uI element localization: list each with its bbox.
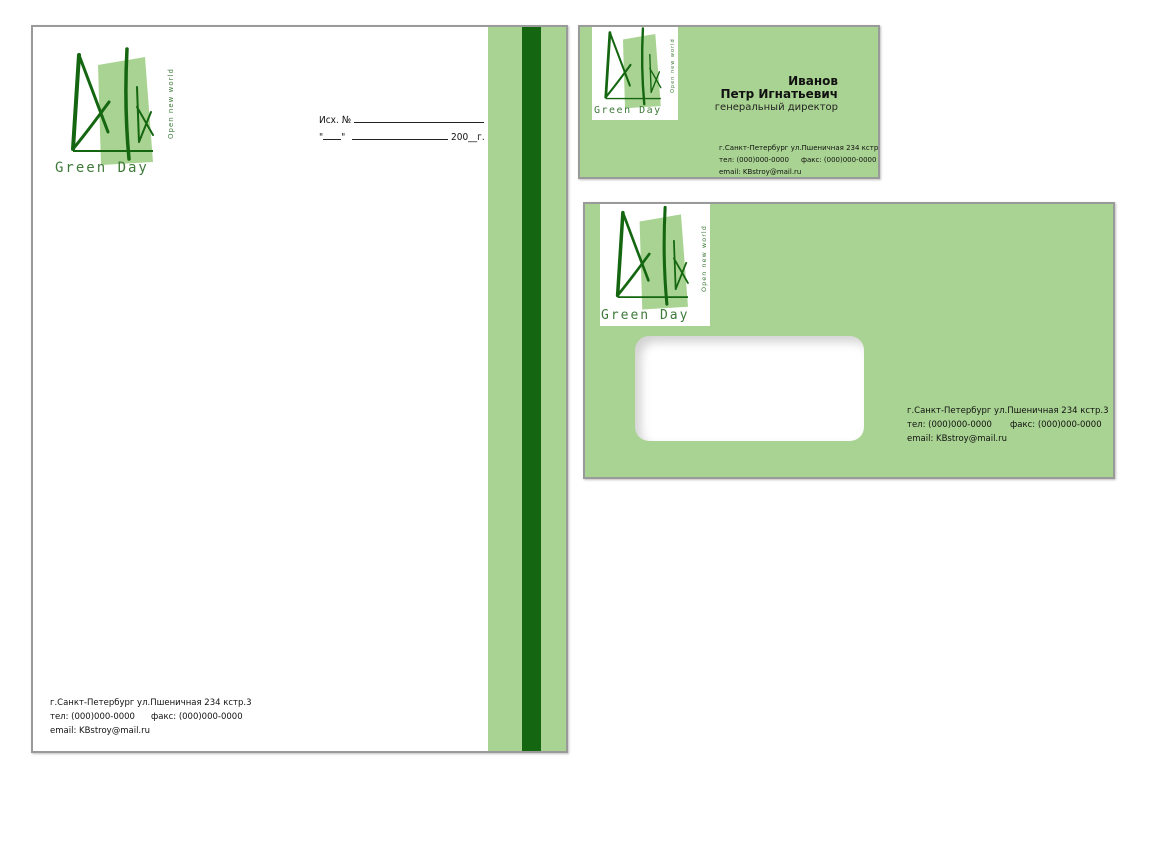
letterhead-sheet: Green Day Open new world Исх. № " " 200__… <box>31 25 568 753</box>
outgoing-ref-line: Исх. № <box>319 113 484 126</box>
contact-email: email: KBstroy@mail.ru <box>50 726 151 736</box>
contact-address: г.Санкт-Петербург ул.Пшеничная 234 кстр.… <box>719 144 880 152</box>
contact-fax: факс: (000)000-0000 <box>150 712 243 722</box>
outgoing-ref-blank <box>353 113 484 123</box>
logo-brand-text: Green Day <box>594 105 662 116</box>
logo-mark-icon <box>604 27 662 109</box>
contact-phones: тел: (000)000-0000 факс: (000)000-0000 <box>719 154 878 166</box>
letterhead-contact-block: г.Санкт-Петербург ул.Пшеничная 234 кстр.… <box>50 696 252 738</box>
date-line: " " 200__г. <box>319 130 485 143</box>
person-block: Иванов Петр Игнатьевич генеральный дирек… <box>715 75 838 114</box>
contact-fax: факс: (000)000-0000 <box>1009 420 1102 430</box>
business-card: Green Day Open new world Иванов Петр Игн… <box>578 25 880 179</box>
outgoing-ref-label: Исх. № <box>319 115 352 126</box>
contact-email: email: KBstroy@mail.ru <box>907 434 1008 444</box>
logo-brand-text: Green Day <box>601 308 690 323</box>
envelope: Green Day Open new world г.Санкт-Петербу… <box>583 202 1115 479</box>
date-day-blank <box>323 130 342 140</box>
card-contact-block: г.Санкт-Петербург ул.Пшеничная 234 кстр.… <box>719 142 880 177</box>
person-position: генеральный директор <box>714 102 838 113</box>
letterhead-dark-stripe <box>522 27 541 751</box>
contact-email: email: KBstroy@mail.ru <box>719 168 802 176</box>
person-first-middle-name: Петр Игнатьевич <box>720 87 838 101</box>
date-year-suffix: 200__г. <box>451 132 485 143</box>
contact-address: г.Санкт-Петербург ул.Пшеничная 234 кстр.… <box>50 698 252 708</box>
logo-tagline: Open new world <box>670 38 676 93</box>
date-quote-open: " <box>319 132 324 143</box>
person-last-name: Иванов <box>788 74 838 88</box>
date-month-blank <box>352 130 449 140</box>
brand-logo: Green Day Open new world <box>592 27 678 120</box>
contact-address: г.Санкт-Петербург ул.Пшеничная 234 кстр.… <box>907 406 1109 416</box>
contact-phones: тел: (000)000-0000 факс: (000)000-0000 <box>907 418 1109 432</box>
brand-logo: Green Day Open new world <box>53 47 178 182</box>
logo-mark-icon <box>615 205 689 310</box>
date-quote-close: " <box>341 132 346 143</box>
contact-phones: тел: (000)000-0000 факс: (000)000-0000 <box>50 710 252 724</box>
envelope-address-window <box>635 336 864 441</box>
contact-phone: тел: (000)000-0000 <box>719 156 789 164</box>
contact-phone: тел: (000)000-0000 <box>50 712 135 722</box>
brand-logo: Green Day Open new world <box>600 204 710 326</box>
contact-phone: тел: (000)000-0000 <box>907 420 992 430</box>
logo-brand-text: Green Day <box>55 160 149 176</box>
contact-fax: факс: (000)000-0000 <box>800 156 877 164</box>
logo-tagline: Open new world <box>167 68 175 139</box>
envelope-contact-block: г.Санкт-Петербург ул.Пшеничная 234 кстр.… <box>907 404 1109 446</box>
logo-mark-icon <box>71 47 154 165</box>
logo-tagline: Open new world <box>700 225 708 292</box>
